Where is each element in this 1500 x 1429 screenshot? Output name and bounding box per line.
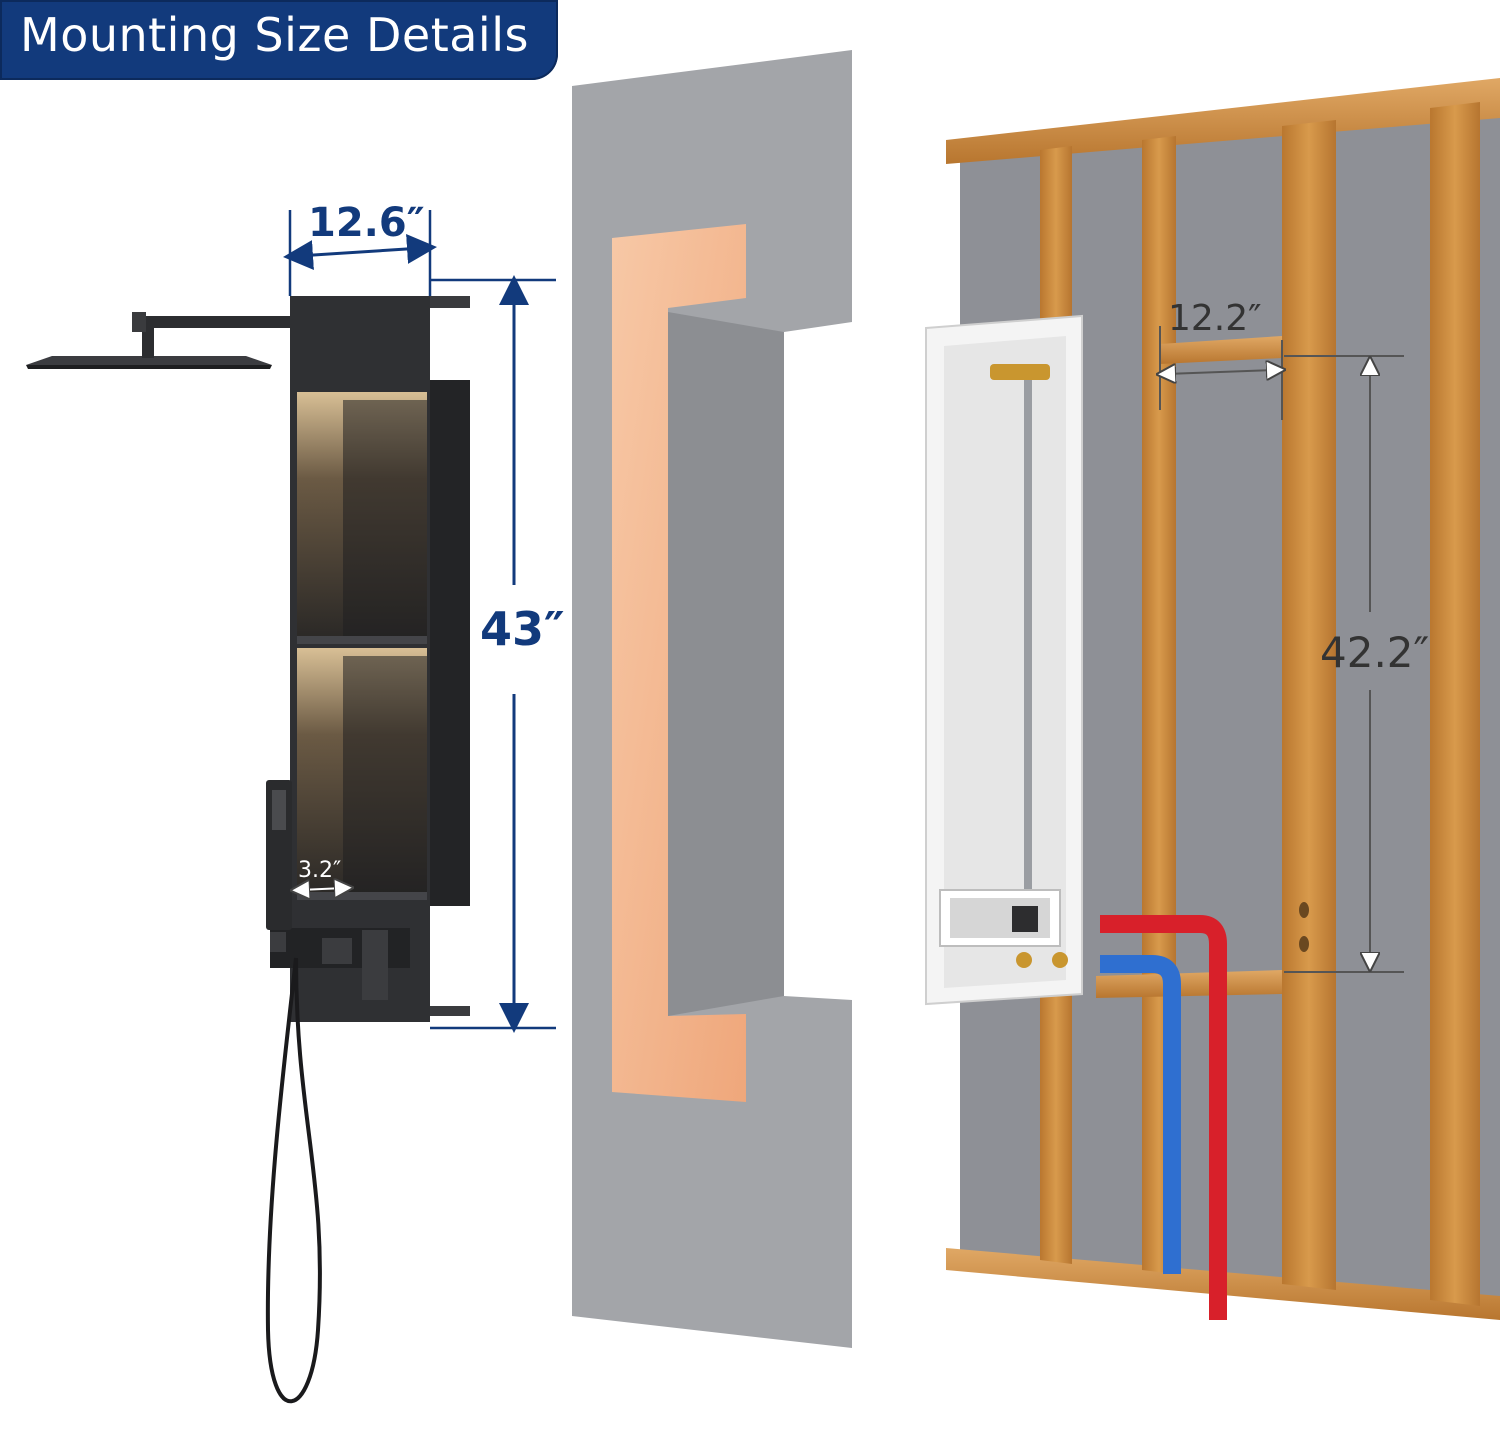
hand-shower-icon (265, 780, 322, 1404)
shelf-depth-label: 3.2″ (298, 858, 342, 883)
rough-in-box (925, 314, 1083, 1006)
shower-panel (26, 210, 556, 1404)
opening-width-label: 12.2″ (1168, 298, 1262, 339)
wall-board (572, 50, 852, 1348)
opening-height-label: 42.2″ (1320, 628, 1430, 677)
page-title: Mounting Size Details (20, 8, 529, 62)
panel-height-label: 43″ (480, 602, 565, 656)
panel-width-label: 12.6″ (308, 200, 425, 246)
mixing-valve-icon (270, 928, 410, 1000)
stud-frame (925, 78, 1500, 1320)
title-badge: Mounting Size Details (0, 0, 558, 80)
